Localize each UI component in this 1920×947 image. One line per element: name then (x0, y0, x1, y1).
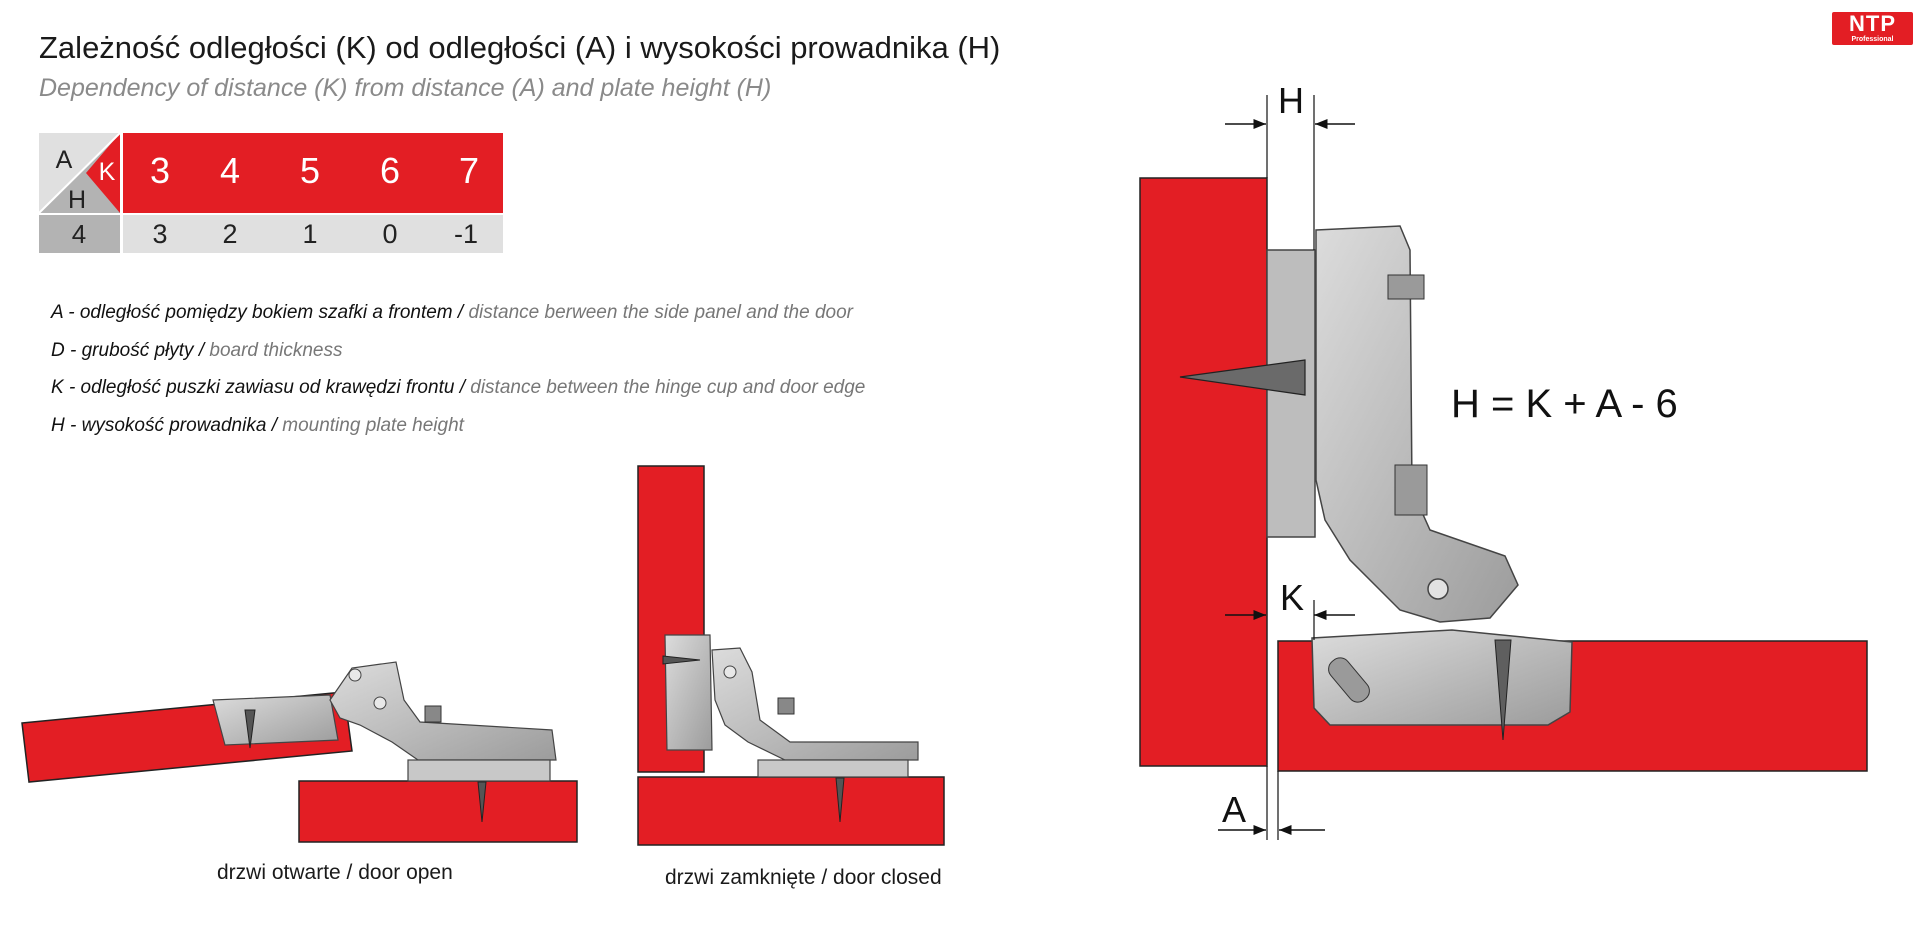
table-corner-h-label: H (68, 186, 86, 214)
detail-cup-screw (1494, 639, 1512, 741)
table-k-value: 4 (220, 150, 240, 191)
table-a-value: 3 (152, 219, 167, 249)
table-corner-k-label: K (99, 158, 116, 186)
table-h-value: 4 (72, 219, 86, 249)
open-hinge-pivot (373, 696, 387, 710)
legend-pl: A - odległość pomiędzy bokiem szafki a f… (51, 302, 464, 323)
open-side-panel (298, 780, 578, 843)
table-k-value: 6 (380, 150, 400, 191)
detail-cup-rivet (1328, 657, 1370, 703)
detail-wood-screw (1179, 359, 1306, 396)
closed-mounting-plate (757, 759, 909, 778)
closed-cup-screw (662, 655, 701, 665)
closed-plate-screw (835, 777, 845, 823)
page-title: Zależność odległości (K) od odległości (… (39, 30, 1001, 65)
legend-pl: H - wysokość prowadnika / (51, 414, 277, 436)
open-mounting-plate (407, 759, 551, 782)
table-a-row (123, 215, 503, 253)
table-k-value: 5 (300, 150, 320, 191)
table-corner-diagonal (38, 132, 121, 214)
legend-row: D - grubość płyty / board thickness (51, 340, 865, 378)
legend-row: A - odległość pomiędzy bokiem szafki a f… (51, 302, 865, 340)
dependency-table: A K H 4 3 4 5 6 7 3 2 1 0 -1 (38, 132, 503, 253)
open-hinge-arm (329, 661, 557, 761)
legend-en: mounting plate height (282, 414, 464, 436)
caption-door-closed: drzwi zamknięte / door closed (665, 866, 942, 889)
closed-side-panel (637, 776, 945, 846)
table-k-value: 3 (150, 150, 170, 191)
open-hinge-cup (212, 694, 339, 746)
detail-screw-mid (1394, 464, 1428, 516)
table-a-value: 2 (222, 219, 237, 249)
table-a-value: -1 (454, 219, 478, 249)
closed-hinge-arm (711, 647, 919, 761)
table-k-row (123, 133, 503, 213)
logo-subtext: Professional (1851, 36, 1894, 43)
door-closed-illustration (637, 465, 945, 846)
k-dimension-label: K (1280, 577, 1304, 618)
detail-hinge-pivot (1427, 578, 1449, 600)
table-corner-k-triangle (86, 133, 120, 213)
table-h-value-cell (39, 215, 120, 253)
legend-row: H - wysokość prowadnika / mounting plate… (51, 415, 865, 453)
detail-diagram: H K A H = K + A - 6 (1139, 80, 1868, 840)
table-corner-a-label: A (56, 146, 73, 174)
logo-text: NTP (1849, 11, 1896, 36)
legend-row: K - odległość puszki zawiasu od krawędzi… (51, 377, 865, 415)
open-hinge-pivot (348, 668, 362, 682)
closed-adjust-screw (777, 697, 795, 715)
closed-hinge-cup (664, 634, 713, 751)
legend-pl: D - grubość płyty / (51, 339, 205, 361)
table-a-value: 0 (382, 219, 397, 249)
legend-en: distance between the hinge cup and door … (470, 377, 866, 398)
table-a-value: 1 (302, 219, 317, 249)
caption-door-open: drzwi otwarte / door open (217, 861, 453, 884)
detail-side-panel (1139, 177, 1268, 767)
detail-screw-top (1387, 274, 1425, 300)
door-open-illustration (21, 661, 578, 843)
open-cup-screw (244, 709, 256, 749)
table-k-value: 7 (459, 150, 479, 191)
open-adjust-screw (424, 705, 442, 723)
closed-hinge-pivot (723, 665, 737, 679)
legend-en: board thickness (209, 339, 343, 361)
open-plate-screw (477, 781, 487, 823)
a-dimension-label: A (1222, 789, 1246, 830)
ntp-logo: NTP Professional (1832, 12, 1913, 45)
h-dimension-label: H (1278, 80, 1304, 121)
legend-en: distance berween the side panel and the … (468, 302, 853, 323)
legend-pl: K - odległość puszki zawiasu od krawędzi… (51, 377, 465, 398)
formula: H = K + A - 6 (1451, 382, 1678, 426)
page-subtitle: Dependency of distance (K) from distance… (39, 74, 772, 102)
legend: A - odległość pomiędzy bokiem szafki a f… (51, 302, 865, 452)
